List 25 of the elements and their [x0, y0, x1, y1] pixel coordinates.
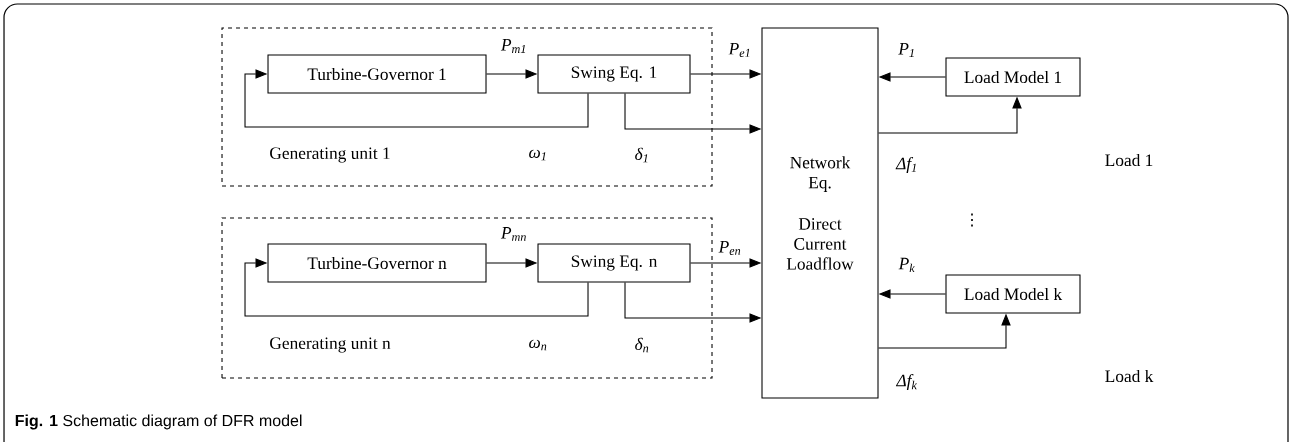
process-box: Swing Eq. n [537, 243, 691, 283]
edge-label: P$_{k}$ [898, 257, 915, 273]
load-label: Load k [1105, 369, 1154, 383]
edge-label: Δf$_{1}$ [895, 157, 916, 173]
edge-label: Δf$_{k}$ [895, 374, 918, 390]
process-box: Swing Eq. 1 [537, 54, 691, 94]
load-label: Load 1 [1105, 153, 1153, 167]
process-box: Load Model k [945, 274, 1081, 314]
network-box: Network Eq. Direct Current Loadflow [761, 27, 879, 399]
arrow [244, 258, 589, 317]
caption: Fig. 1 Schematic diagram of DFR model [15, 414, 302, 430]
edge-label: ω$_{1}$ [529, 149, 546, 161]
edge-label: ω$_{n}$ [529, 339, 547, 351]
edge-label: P$_{m1}$ [500, 39, 526, 53]
edge-label: P$_{en}$ [718, 241, 741, 255]
edge-label: δ$_{n}$ [635, 337, 649, 353]
process-box: Load Model 1 [945, 57, 1081, 97]
edge-label: P$_{e1}$ [728, 43, 750, 57]
arrow [244, 69, 589, 128]
process-box: Turbine-Governor 1 [267, 54, 487, 94]
edge-label: P$_{1}$ [898, 43, 914, 57]
edge-label: P$_{mn}$ [500, 227, 526, 241]
ellipsis: ⋮ [971, 213, 973, 227]
process-box: Turbine-Governor n [267, 243, 487, 283]
edge-label: δ$_{1}$ [635, 147, 648, 163]
